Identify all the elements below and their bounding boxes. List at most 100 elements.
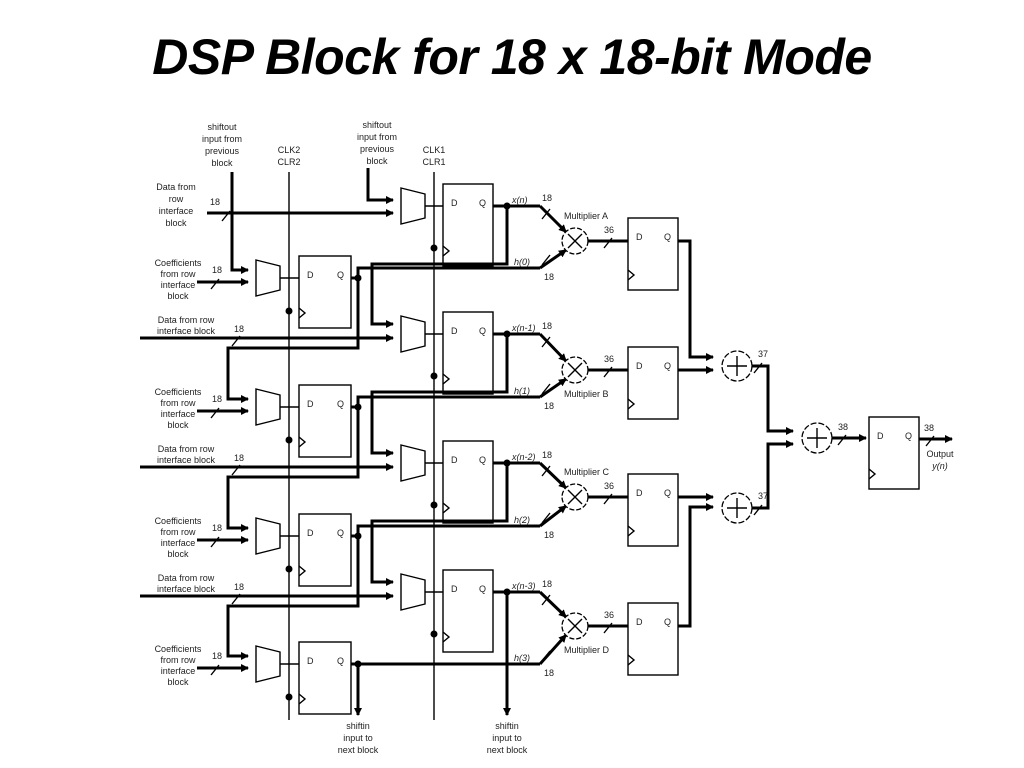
output-text: Output xyxy=(926,449,954,459)
register-box xyxy=(627,346,679,420)
bus-width-label: 38 xyxy=(838,422,848,432)
svg-text:row: row xyxy=(169,194,184,204)
svg-text:input from: input from xyxy=(202,134,242,144)
junction-dot xyxy=(285,565,293,573)
coeff-mux xyxy=(255,259,281,297)
register-d-label: D xyxy=(636,232,643,242)
multiply-icon xyxy=(567,233,583,249)
bus-width-label: 37 xyxy=(758,491,768,501)
bus-width-label: 36 xyxy=(604,354,614,364)
h-shift-wire xyxy=(226,278,360,403)
coeff-row-label: interface xyxy=(161,666,196,676)
multiplier-label: Multiplier C xyxy=(564,467,610,477)
clock-input-icon xyxy=(627,654,636,666)
register-q-label: Q xyxy=(337,528,344,538)
x-input-label: x(n-1) xyxy=(511,323,536,333)
data-row-label: Data from row xyxy=(158,573,215,583)
register-d-label: D xyxy=(451,198,458,208)
clock-input-icon xyxy=(442,502,451,514)
register-box xyxy=(298,513,352,587)
junction-dot xyxy=(430,244,438,252)
plus-icon xyxy=(727,498,747,518)
x-input-arrow xyxy=(538,590,568,619)
bus-width-slash xyxy=(541,650,551,662)
register-d-label: D xyxy=(307,528,314,538)
register-q-label: Q xyxy=(664,361,671,371)
svg-text:previous: previous xyxy=(360,144,395,154)
register-q-label: Q xyxy=(664,617,671,627)
multiplier-label: Multiplier A xyxy=(564,211,608,221)
bus-width-label: 18 xyxy=(544,530,554,540)
clock-input-icon xyxy=(298,307,307,319)
shiftin-text: input to xyxy=(343,733,373,743)
shiftin-text: input to xyxy=(492,733,522,743)
junction-dot xyxy=(285,693,293,701)
bus-width-label: 18 xyxy=(542,450,552,460)
coeff-row-label: Coefficients xyxy=(155,644,202,654)
register-box xyxy=(442,311,494,395)
clk1-label: CLK1 xyxy=(423,145,446,155)
sum-ab-wire xyxy=(752,364,794,435)
product-d-wire xyxy=(678,503,714,628)
coeff-row-label: block xyxy=(167,420,189,430)
x-shift-wire xyxy=(370,463,509,586)
register-q-label: Q xyxy=(664,232,671,242)
bus-width-slash xyxy=(231,464,241,476)
bus-width-slash xyxy=(837,434,847,446)
x-input-arrow xyxy=(538,461,568,490)
clock-input-icon xyxy=(298,693,307,705)
data-mux xyxy=(400,315,426,353)
x-shift-wire xyxy=(370,206,509,328)
register-d-label: D xyxy=(451,455,458,465)
sum-cd-wire xyxy=(752,440,794,510)
register-box xyxy=(627,602,679,676)
bus-width-slash xyxy=(541,512,551,524)
clock-input-icon xyxy=(298,436,307,448)
multiply-icon xyxy=(567,489,583,505)
bus-width-slash xyxy=(221,210,231,222)
register-d-label: D xyxy=(636,488,643,498)
register-q-label: Q xyxy=(479,198,486,208)
svg-text:previous: previous xyxy=(205,146,240,156)
register-q-label: Q xyxy=(337,656,344,666)
register-d-label: D xyxy=(307,399,314,409)
h-input-label: h(0) xyxy=(514,257,530,267)
shiftin-text: next block xyxy=(487,745,528,755)
register-q-label: Q xyxy=(479,455,486,465)
product-a-wire xyxy=(678,239,714,361)
coeff-row-label: Coefficients xyxy=(155,516,202,526)
bus-width-slash xyxy=(541,254,551,266)
h-input-arrow xyxy=(539,248,567,270)
bus-width-label: 36 xyxy=(604,610,614,620)
register-box xyxy=(298,641,352,715)
svg-text:interface: interface xyxy=(159,206,194,216)
bus-width-label: 37 xyxy=(758,349,768,359)
bus-width-slash xyxy=(603,366,613,378)
register-d-label: D xyxy=(307,270,314,280)
shiftin-text: shiftin xyxy=(346,721,370,731)
bus-width-slash xyxy=(541,594,551,606)
adder-ab xyxy=(721,350,753,382)
h-input-label: h(2) xyxy=(514,515,530,525)
h-input-label: h(1) xyxy=(514,386,530,396)
register-box xyxy=(627,217,679,291)
clock-input-icon xyxy=(627,525,636,537)
data-row-label-0: Data from row interface block xyxy=(156,182,196,228)
h-output-wire xyxy=(351,524,540,538)
bus-width-label: 18 xyxy=(212,651,222,661)
bus-width-label: 18 xyxy=(234,582,244,592)
bus-width-label: 18 xyxy=(542,193,552,203)
plus-icon xyxy=(807,428,827,448)
register-box xyxy=(442,183,494,267)
